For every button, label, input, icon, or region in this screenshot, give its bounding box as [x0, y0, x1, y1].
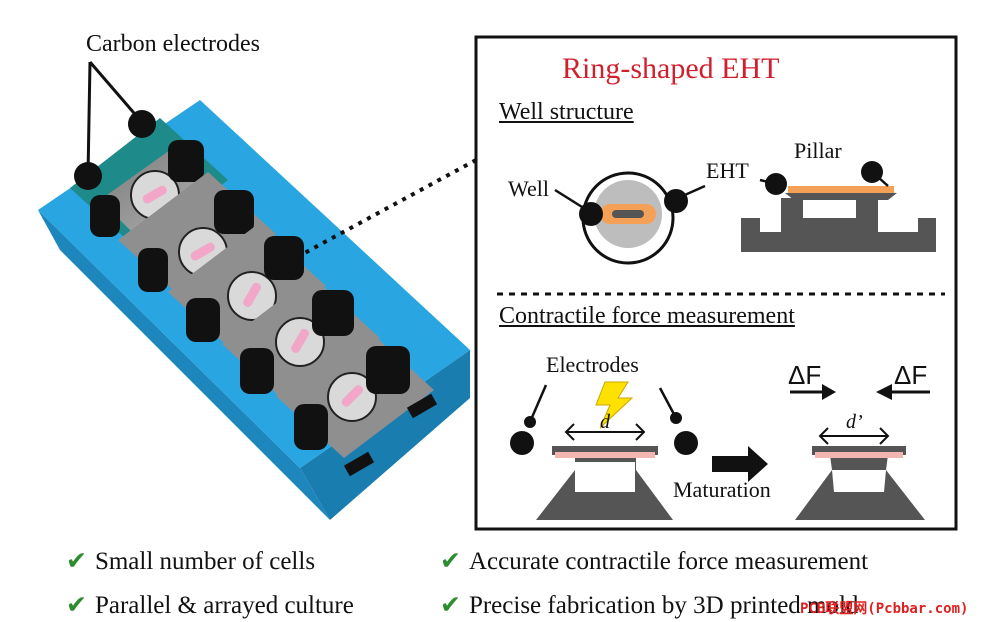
eht-after: [790, 384, 930, 520]
well-3: [168, 224, 326, 354]
pillar-label: Pillar: [794, 138, 842, 163]
detail-panel-frame: [474, 35, 958, 531]
eht-before: [510, 384, 698, 520]
check-icon: ✔: [66, 546, 87, 575]
feature-item: ✔Precise fabrication by 3D printed mold: [440, 590, 859, 619]
carbon-electrodes-label: Carbon electrodes: [86, 31, 260, 57]
well-1: [70, 118, 228, 250]
feature-item: ✔Parallel & arrayed culture: [66, 590, 354, 619]
feature-item: ✔Accurate contractile force measurement: [440, 546, 869, 575]
distance-d-label: d: [600, 411, 610, 433]
electrodes-label: Electrodes: [546, 352, 639, 377]
force-left-label: ΔF: [788, 360, 822, 390]
well-top-view: [554, 171, 706, 265]
arrow-right-icon: [712, 446, 768, 482]
well-4: [222, 276, 380, 406]
eht-label: EHT: [706, 158, 749, 183]
contractile-heading: Contractile force measurement: [499, 303, 795, 329]
check-icon: ✔: [440, 546, 461, 575]
check-icon: ✔: [66, 590, 87, 619]
watermark: PCB联盟网(Pcbbar.com): [800, 601, 969, 617]
maturation-label: Maturation: [673, 477, 771, 502]
carbon-electrodes-callout: [74, 61, 156, 190]
lightning-icon: [595, 381, 634, 429]
well-label: Well: [508, 176, 549, 201]
panel-title: Ring-shaped EHT: [562, 52, 780, 85]
distance-d-prime-label: d’: [846, 411, 863, 433]
feature-item: ✔Small number of cells: [66, 546, 316, 575]
well-structure-heading: Well structure: [499, 99, 634, 125]
well-5: [276, 328, 434, 458]
well-side-view: [741, 161, 936, 252]
force-right-label: ΔF: [894, 360, 928, 390]
culture-device: [38, 100, 470, 520]
check-icon: ✔: [440, 590, 461, 619]
